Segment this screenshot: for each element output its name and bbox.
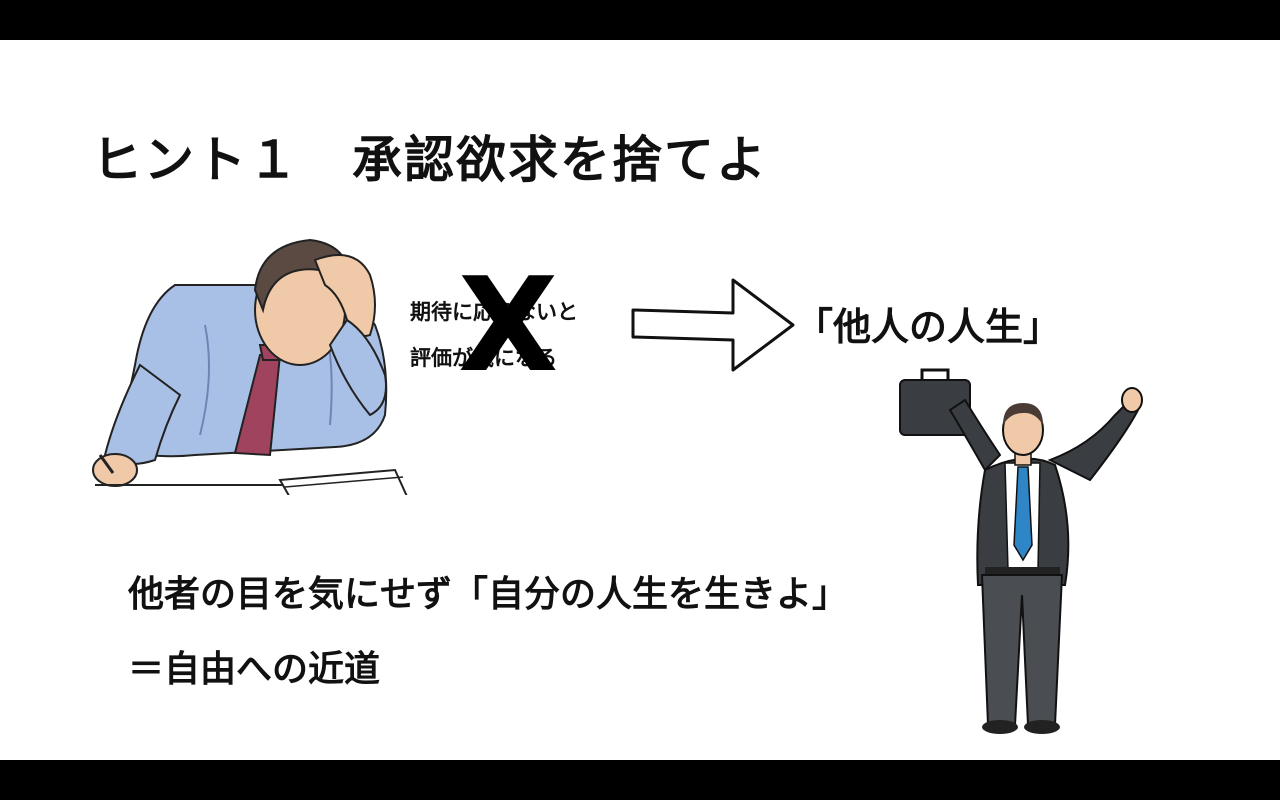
thought-line-2: 評価が気になる	[410, 346, 557, 370]
stressed-man-illustration	[92, 238, 408, 495]
cross-mark-icon: X	[458, 249, 559, 401]
right-arrow-icon	[631, 278, 795, 372]
slide-title: ヒント１ 承認欲求を捨てよ	[92, 131, 768, 189]
main-message-line-2: ＝自由への近道	[128, 649, 381, 690]
thought-line-1: 期待に応えないと	[410, 300, 578, 324]
others-life-label: 「他人の人生」	[795, 305, 1062, 349]
main-message-line-1: 他者の目を気にせず「自分の人生を生きよ」	[128, 574, 849, 615]
slide: ヒント１ 承認欲求を捨てよ 期待に応えないと 評価が気になる X 「他	[0, 40, 1280, 760]
celebrating-man-illustration	[899, 368, 1143, 734]
